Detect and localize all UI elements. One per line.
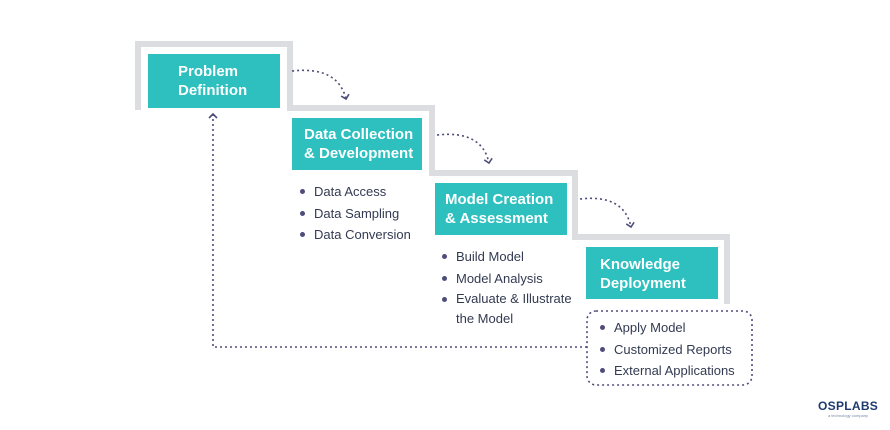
stair-frame (135, 41, 730, 304)
list-item: Data Conversion (298, 224, 411, 246)
step-knowledge-deployment: Knowledge Deployment (586, 247, 718, 299)
model-creation-list: Build Model Model Analysis Evaluate & Il… (440, 246, 578, 331)
step-title-line: Knowledge (600, 256, 681, 273)
list-item: Model Analysis (440, 268, 578, 290)
data-collection-list: Data Access Data Sampling Data Conversio… (298, 181, 411, 246)
step-title-line: Model Creation (445, 191, 554, 208)
list-item: Build Model (440, 246, 578, 268)
step-title-line: Problem (178, 63, 239, 80)
logo-tagline: a technology company (827, 413, 869, 418)
step-title-line: Deployment (600, 275, 686, 292)
deployment-list: Apply Model Customized Reports External … (598, 317, 735, 382)
step-title-line: & Assessment (445, 210, 548, 227)
list-item: Evaluate & Illustrate the Model (440, 289, 578, 331)
osplabs-logo: OSPLABS a technology company (818, 399, 879, 419)
step-data-collection: Data Collection & Development (292, 118, 422, 170)
step-title-line: Definition (178, 82, 248, 99)
list-item: External Applications (598, 360, 735, 382)
step-title-line: & Development (304, 145, 414, 162)
arrow-step3-to-step4 (579, 197, 635, 229)
arrow-step2-to-step3 (436, 133, 493, 165)
step-title-line: Data Collection (304, 126, 414, 143)
list-item: Data Access (298, 181, 411, 203)
list-item: Apply Model (598, 317, 735, 339)
list-item: Data Sampling (298, 203, 411, 225)
deployment-items-frame (586, 310, 753, 386)
step-model-creation: Model Creation & Assessment (435, 183, 567, 235)
step-problem-definition: Problem Definition (148, 54, 280, 108)
logo-text: OSPLABS (818, 399, 879, 413)
arrow-step1-to-step2 (291, 69, 350, 101)
list-item: Customized Reports (598, 339, 735, 361)
